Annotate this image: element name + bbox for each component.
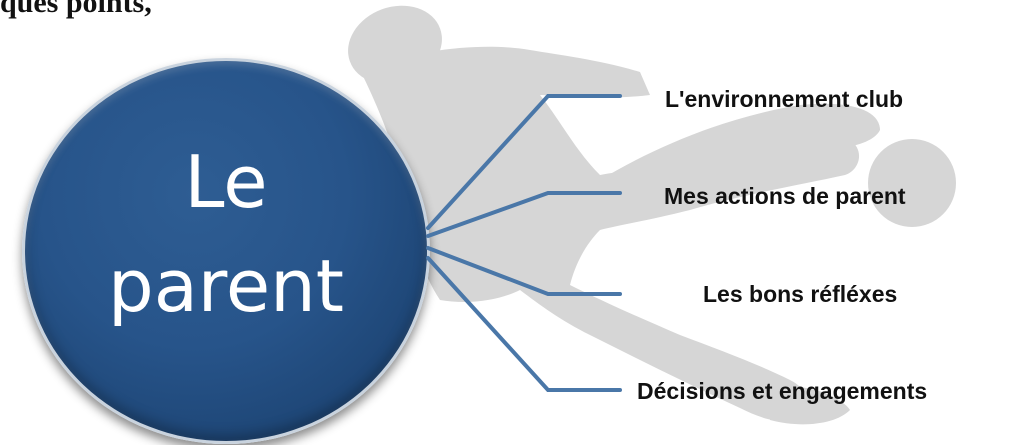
center-node-title: Le parent [22, 130, 430, 338]
connector-branch-0 [426, 94, 622, 230]
branch-label-environment: L'environnement club [665, 86, 904, 112]
connector-branch-2 [426, 246, 622, 296]
connector-branch-3 [426, 256, 622, 392]
header-text-fragment: ques points, [0, 0, 152, 19]
center-node-circle [22, 58, 430, 444]
center-node-line2: parent [107, 244, 344, 328]
center-node-line1: Le [184, 140, 268, 224]
connector-branch-1 [426, 191, 622, 238]
branch-label-decisions: Décisions et engagements [637, 378, 928, 404]
branch-label-actions: Mes actions de parent [664, 183, 906, 209]
branch-label-reflexes: Les bons réfléxes [703, 281, 898, 307]
